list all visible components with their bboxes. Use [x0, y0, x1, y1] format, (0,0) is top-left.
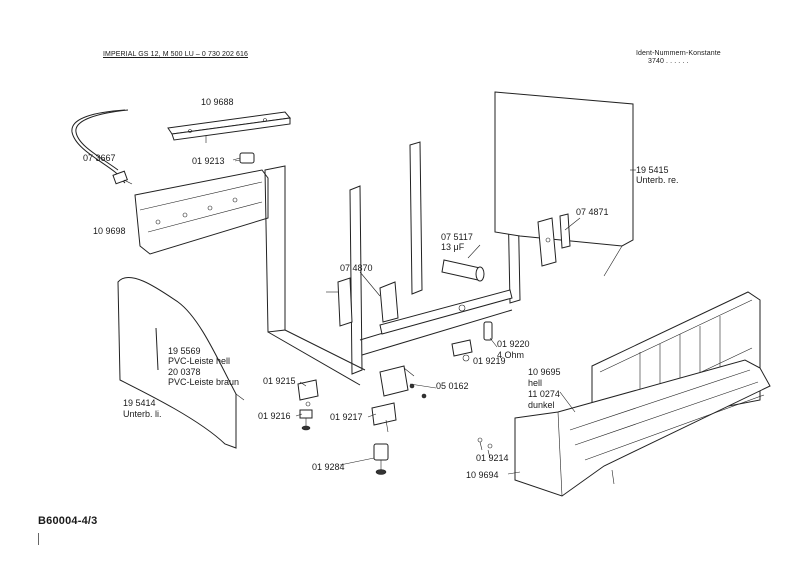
label-pvc-hell: PVC-Leiste hell	[168, 356, 231, 366]
cross-bar-part	[379, 289, 513, 335]
label-073667: 07 3667	[83, 153, 116, 163]
valve-part-019219	[451, 339, 473, 362]
label-unterb-li: Unterb. li.	[123, 409, 162, 419]
power-cable-part	[71, 109, 133, 185]
label-4ohm: 4 Ohm	[497, 350, 525, 360]
label-019284: 01 9284	[312, 462, 345, 472]
label-109694: 10 9694	[466, 470, 499, 480]
label-pvc-braun: PVC-Leiste braun	[168, 377, 240, 387]
margin-mark	[38, 533, 39, 545]
bracket-part-050162	[379, 365, 427, 399]
label-109695: 10 9695	[528, 367, 561, 377]
label-hell: hell	[528, 378, 543, 388]
label-019216: 01 9216	[258, 411, 291, 421]
label-019219: 01 9219	[473, 356, 506, 366]
top-rail-part	[167, 111, 291, 143]
label-200378: 20 0378	[168, 367, 201, 377]
label-074870: 07 4870	[340, 263, 373, 273]
label-019217: 01 9217	[330, 412, 363, 422]
label-050162: 05 0162	[436, 381, 469, 391]
clip-part-019213	[232, 152, 255, 164]
label-109698: 10 9698	[93, 226, 126, 236]
kickplate-part	[514, 359, 771, 497]
clip-part-019217	[371, 402, 397, 433]
label-13uf: 13 μF	[441, 242, 465, 252]
label-195414: 19 5414	[123, 398, 156, 408]
label-195569: 19 5569	[168, 346, 201, 356]
hinge-part-074870	[326, 277, 399, 327]
model-line: IMPERIAL GS 12, M 500 LU – 0 730 202 616	[103, 51, 248, 58]
screw-part-019214	[477, 437, 493, 451]
label-074871: 07 4871	[576, 207, 609, 217]
side-panel-right-part	[494, 91, 634, 277]
label-019220: 01 9220	[497, 339, 530, 349]
foot-part-019284	[373, 443, 389, 475]
ident-label: Ident-Nummern-Konstante	[636, 50, 721, 57]
label-019213: 01 9213	[192, 156, 225, 166]
label-109688: 10 9688	[201, 97, 234, 107]
hinge-part-074871	[537, 213, 571, 267]
ident-block: Ident-Nummern-Konstante 3740 . . . . . .	[636, 50, 721, 66]
label-019214: 01 9214	[476, 453, 509, 463]
bracket-plate-part	[134, 169, 269, 255]
label-dunkel: dunkel	[528, 400, 555, 410]
side-trim-left-part	[117, 276, 245, 449]
resistor-part	[483, 321, 493, 341]
ident-value: 3740 . . . . . .	[648, 58, 689, 65]
label-019215: 01 9215	[263, 376, 296, 386]
valve-part-019216	[299, 409, 313, 431]
label-195415: 19 5415	[636, 165, 669, 175]
label-110274: 11 0274	[528, 389, 560, 399]
label-075117: 07 5117	[441, 232, 473, 242]
capacitor-part	[441, 259, 485, 282]
leader-lines	[234, 159, 636, 475]
label-unterb-re: Unterb. re.	[636, 175, 679, 185]
document-code: B60004-4/3	[38, 515, 98, 527]
main-frame-part	[264, 141, 521, 386]
clip-part-019215	[297, 379, 319, 407]
